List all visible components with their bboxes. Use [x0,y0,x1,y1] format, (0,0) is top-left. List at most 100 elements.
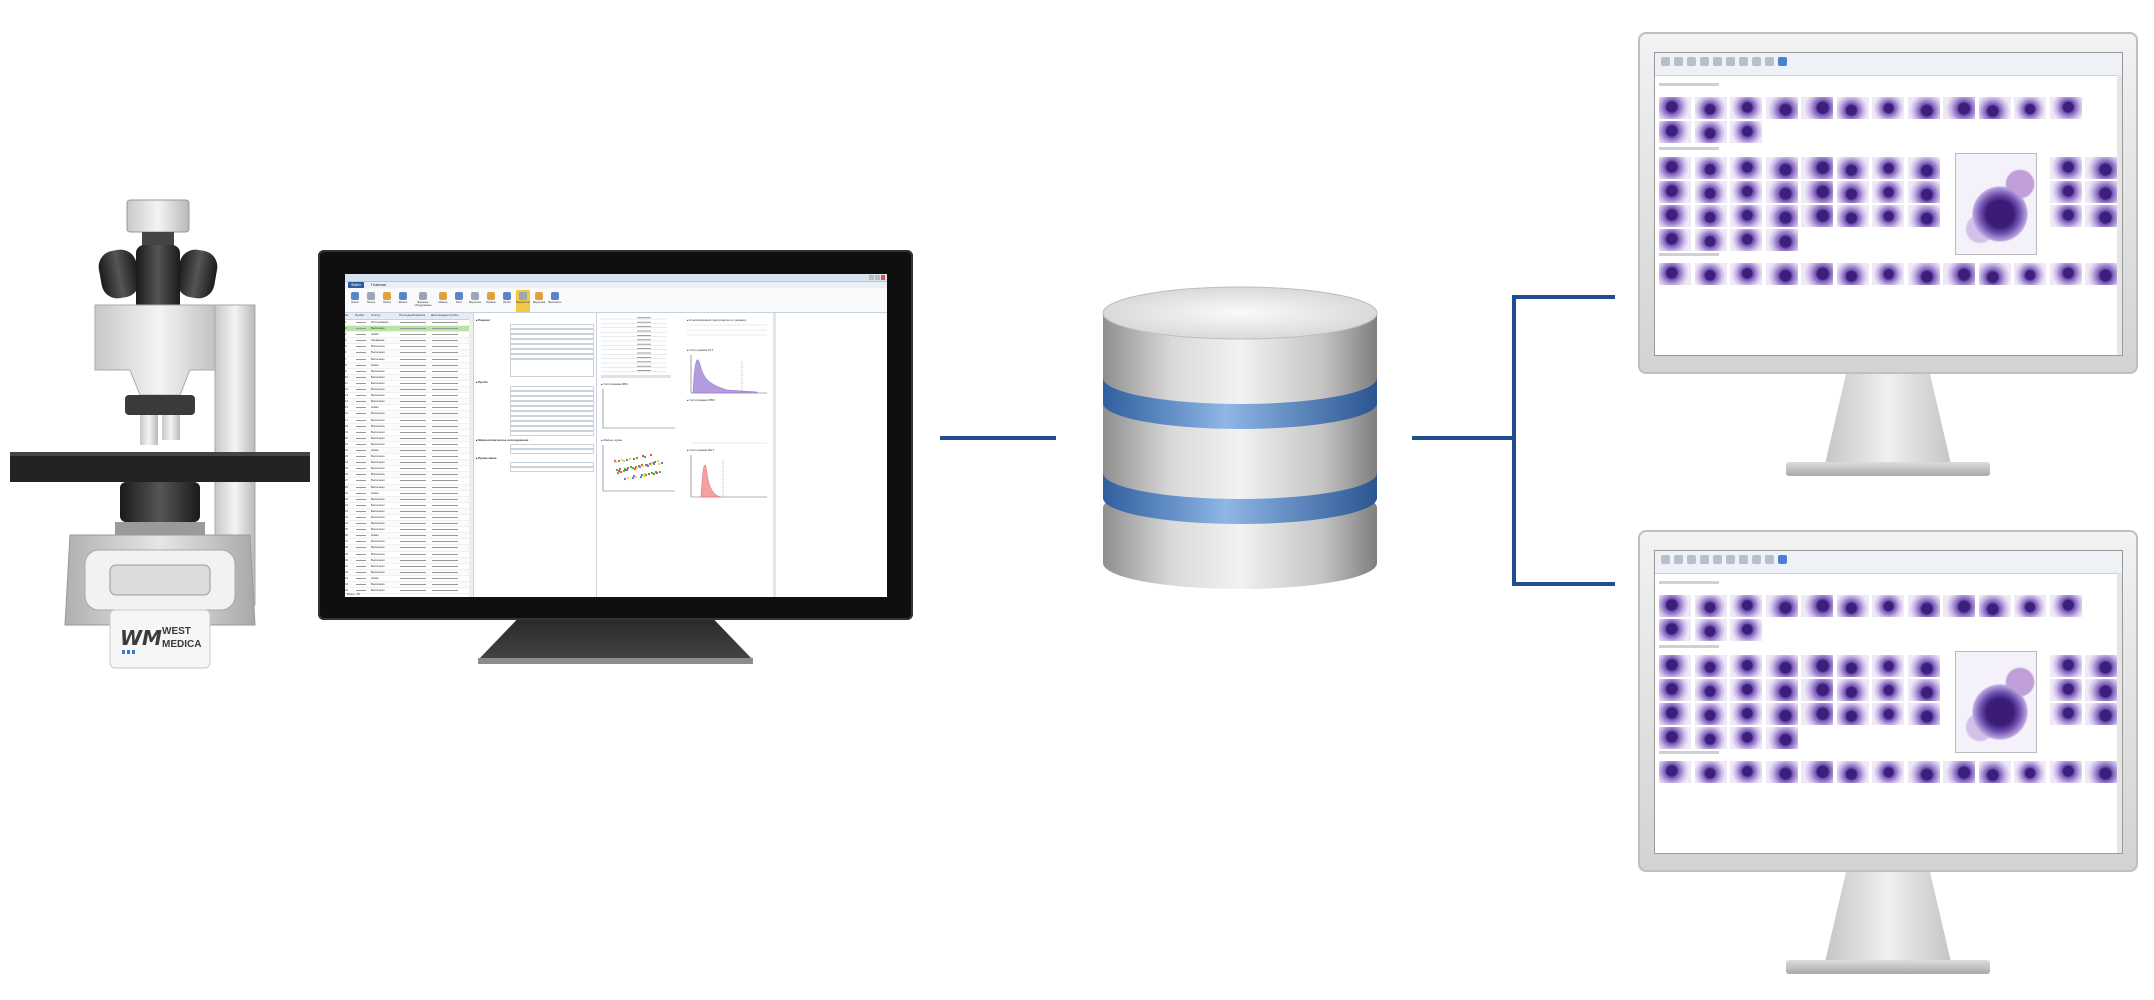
toolbar-button[interactable] [1674,555,1683,564]
cell-thumbnail[interactable] [2049,761,2082,783]
toolbar-button[interactable] [1700,555,1709,564]
cell-thumbnail[interactable] [1730,263,1762,285]
cell-thumbnail[interactable] [1872,181,1904,203]
cell-thumbnail[interactable] [1730,703,1762,725]
form-field-input[interactable] [509,462,594,467]
cell-thumbnail[interactable] [2085,263,2117,285]
cell-thumbnail[interactable] [1694,121,1727,143]
toolbar-button[interactable] [1739,555,1748,564]
cell-thumbnail[interactable] [1872,97,1904,119]
form-section-title[interactable]: ▴ Примечание [475,456,497,460]
viewer-scrollbar[interactable] [2117,573,2122,853]
toolbar-button[interactable] [1661,57,1670,66]
form-field[interactable] [475,449,594,454]
cell-thumbnail[interactable] [1659,97,1691,119]
ribbon-button[interactable]: Шкалы [396,290,410,312]
cell-thumbnail[interactable] [1907,181,1940,203]
cell-thumbnail[interactable] [1659,121,1691,143]
ribbon-button[interactable]: Печать [364,290,378,312]
cell-thumbnail[interactable] [1872,761,1904,783]
cell-thumbnail[interactable] [1907,97,1940,119]
cell-thumbnail[interactable] [1836,157,1869,179]
cell-thumbnail[interactable] [1659,679,1691,701]
form-field[interactable] [475,391,594,396]
list-scrollbar[interactable] [468,319,473,597]
list-column-header[interactable]: Дата выдачи пробы [431,313,459,317]
toolbar-button[interactable] [1726,555,1735,564]
cell-thumbnail[interactable] [1872,263,1904,285]
cell-thumbnail[interactable] [1765,703,1798,725]
form-field[interactable] [475,444,594,449]
enlarged-cell-view[interactable] [1955,651,2037,753]
form-field[interactable] [475,406,594,411]
cell-thumbnail[interactable] [1872,655,1904,677]
cell-thumbnail[interactable] [2085,655,2117,677]
cell-thumbnail[interactable] [2085,703,2117,725]
cell-thumbnail[interactable] [1659,181,1691,203]
cell-thumbnail[interactable] [1872,679,1904,701]
form-field-input[interactable] [509,421,594,426]
form-field-input[interactable] [509,431,594,436]
form-field[interactable] [475,339,594,344]
cell-thumbnail[interactable] [2085,157,2117,179]
cell-thumbnail[interactable] [2049,263,2082,285]
toolbar-button[interactable] [1674,57,1683,66]
cell-thumbnail[interactable] [1659,595,1691,617]
toolbar-button[interactable] [1713,555,1722,564]
cell-thumbnail[interactable] [2014,761,2046,783]
cell-thumbnail[interactable] [1694,595,1727,617]
cell-thumbnail[interactable] [1694,761,1727,783]
cell-thumbnail[interactable] [1943,97,1975,119]
cell-thumbnail[interactable] [1801,157,1833,179]
form-field[interactable] [475,324,594,329]
toolbar-button[interactable] [1752,57,1761,66]
form-field-input[interactable] [509,396,594,401]
cell-thumbnail[interactable] [1978,97,2011,119]
cell-thumbnail[interactable] [1978,761,2011,783]
comment-textarea[interactable] [509,359,594,377]
form-section-title[interactable]: ▴ Микроскопическое исследование [475,438,529,442]
form-field-input[interactable] [509,391,594,396]
form-field[interactable] [475,421,594,426]
ribbon-button[interactable]: Результаты [516,290,530,312]
cell-thumbnail[interactable] [1765,679,1798,701]
toolbar-button[interactable] [1778,555,1787,564]
form-section-title[interactable]: ▴ Пациент [475,318,491,322]
cell-thumbnail[interactable] [1730,205,1762,227]
cell-thumbnail[interactable] [2014,263,2046,285]
toolbar-button[interactable] [1687,57,1696,66]
cell-thumbnail[interactable] [1836,703,1869,725]
cell-thumbnail[interactable] [1659,761,1691,783]
toolbar-button[interactable] [1752,555,1761,564]
cell-thumbnail[interactable] [2085,761,2117,783]
form-field-input[interactable] [509,386,594,391]
cell-thumbnail[interactable] [2014,595,2046,617]
form-field[interactable] [475,431,594,436]
cell-thumbnail[interactable] [1907,703,1940,725]
form-field[interactable] [475,396,594,401]
cell-thumbnail[interactable] [1943,595,1975,617]
form-field[interactable] [475,416,594,421]
